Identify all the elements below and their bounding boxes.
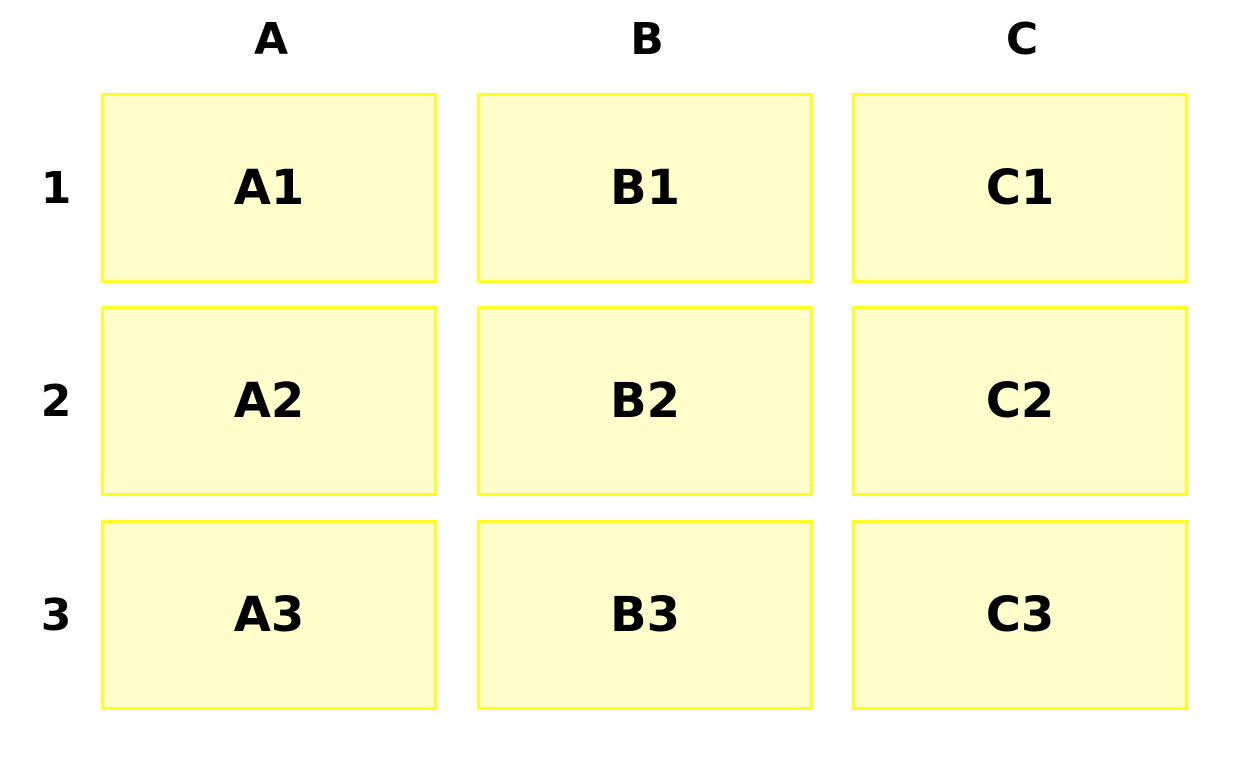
- cell-b1: B1: [477, 93, 813, 283]
- cell-a2: A2: [101, 306, 437, 496]
- cell-b3: B3: [477, 520, 813, 710]
- cell-c1: C1: [852, 93, 1188, 283]
- column-header-b: B: [630, 13, 664, 65]
- cell-c3: C3: [852, 520, 1188, 710]
- row-header-1: 1: [40, 162, 72, 214]
- row-header-3: 3: [40, 589, 72, 641]
- row-header-2: 2: [40, 375, 72, 427]
- cell-b2: B2: [477, 306, 813, 496]
- cell-a1: A1: [101, 93, 437, 283]
- column-header-c: C: [1005, 13, 1039, 65]
- cell-a3: A3: [101, 520, 437, 710]
- column-header-a: A: [253, 13, 289, 65]
- cell-c2: C2: [852, 306, 1188, 496]
